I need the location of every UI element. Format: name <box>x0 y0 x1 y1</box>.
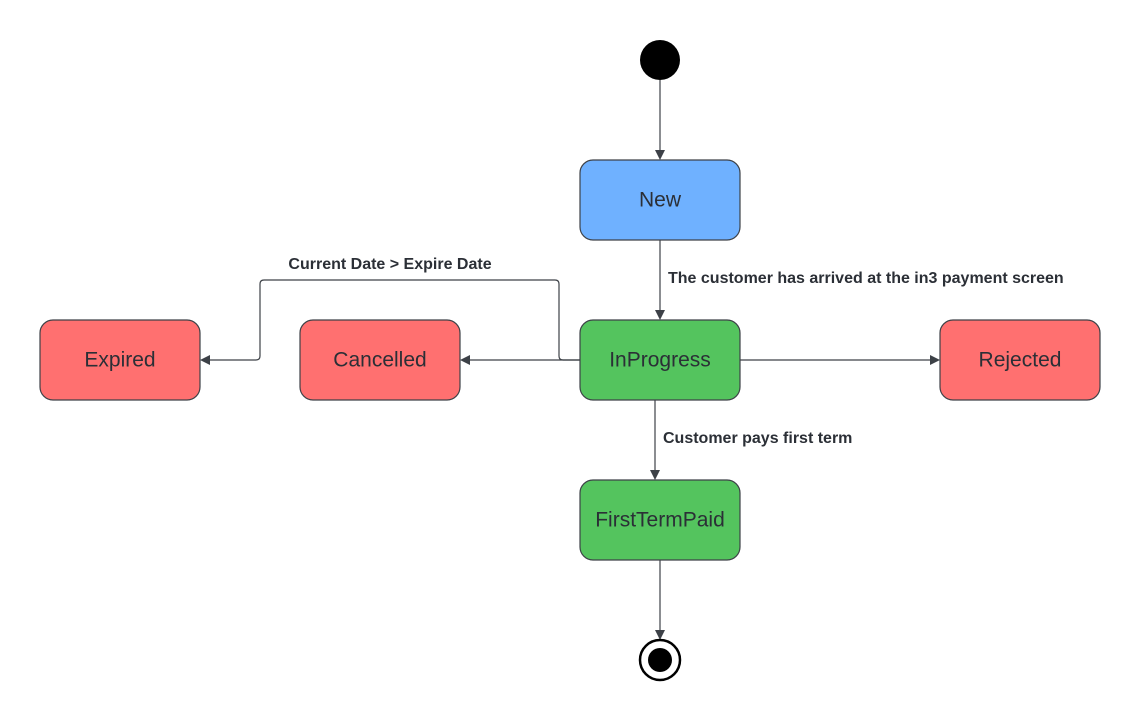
state-expired-label: Expired <box>84 349 155 372</box>
edge-in-progress-to-expired <box>210 279 580 361</box>
state-first-term-paid-box <box>579 479 741 561</box>
state-cancelled-label: Cancelled <box>333 349 426 372</box>
arrowhead-in-progress-to-cancelled <box>460 355 470 365</box>
state-in-progress-box <box>579 319 741 401</box>
state-new: New <box>579 159 741 241</box>
state-rejected-box <box>939 319 1101 401</box>
state-cancelled-box <box>299 319 461 401</box>
arrowhead-in-progress-to-first-term-paid <box>650 470 660 480</box>
arrowhead-in-progress-to-rejected <box>930 355 940 365</box>
state-in-progress-label: InProgress <box>609 349 711 372</box>
state-new-label: New <box>639 189 682 212</box>
state-expired-box <box>39 319 201 401</box>
state-first-term-paid-label: FirstTermPaid <box>595 509 725 532</box>
arrowhead-initial-to-new <box>655 150 665 160</box>
state-first-term-paid: FirstTermPaid <box>579 479 741 561</box>
state-rejected-label: Rejected <box>979 349 1062 372</box>
transition-label-new-to-in-progress: The customer has arrived at the in3 paym… <box>668 270 1064 287</box>
state-new-box <box>579 159 741 241</box>
transition-label-in-progress-to-expired: Current Date > Expire Date <box>288 256 491 273</box>
transition-label-in-progress-to-first-term-paid: Customer pays first term <box>663 430 852 447</box>
state-expired: Expired <box>39 319 201 401</box>
final-node-core <box>648 648 672 672</box>
final-node <box>638 638 682 682</box>
state-rejected: Rejected <box>939 319 1101 401</box>
state-in-progress: InProgress <box>579 319 741 401</box>
initial-node <box>640 40 680 80</box>
edges <box>200 80 940 640</box>
arrowhead-first-term-paid-to-final <box>655 630 665 640</box>
arrowhead-new-to-in-progress <box>655 310 665 320</box>
state-cancelled: Cancelled <box>299 319 461 401</box>
arrowhead-in-progress-to-expired <box>200 355 210 365</box>
